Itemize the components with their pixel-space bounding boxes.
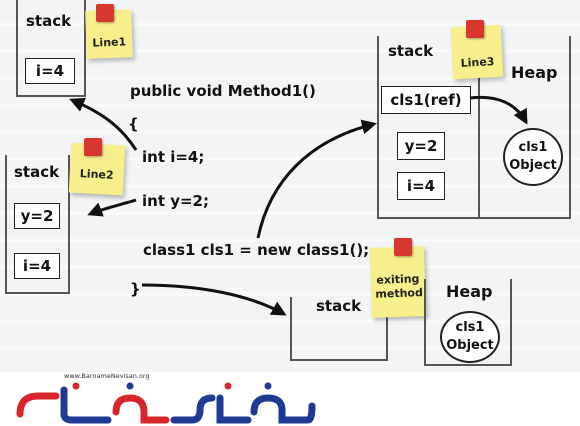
heap4-object-line1: cls1 (455, 320, 485, 336)
code-signature: public void Method1() (130, 82, 316, 100)
code-line1: int i=4; (142, 148, 205, 166)
stack3-slot-y: y=2 (397, 132, 445, 160)
stack3-slot-i: i=4 (397, 172, 445, 200)
stack3-right-wall (478, 36, 480, 218)
heap3-right-wall (569, 36, 571, 218)
stack2-bottom (5, 292, 70, 294)
arrow-line1-to-stack1 (69, 97, 138, 151)
code-line3: class1 cls1 = new class1(); (143, 241, 370, 259)
arrow-line3-to-stack3 (256, 119, 377, 239)
stack1-title: stack (26, 12, 72, 30)
stack4-right-wall (386, 297, 388, 361)
stack2-slot-y: y=2 (14, 203, 60, 229)
arrow-close-to-stack4 (141, 283, 287, 316)
heap4-object: cls1 Object (440, 311, 500, 363)
stack1-right-wall (84, 0, 86, 96)
stack3-bottom (377, 217, 480, 219)
stack1-slot-i: i=4 (25, 58, 75, 84)
stack2-left-wall (5, 155, 7, 293)
heap4-bottom (424, 364, 512, 366)
heap3-title: Heap (511, 63, 558, 82)
logo-area: www.BarnameNevisan.org (0, 372, 580, 425)
heap4-right-wall (510, 279, 512, 365)
stack4-left-wall (290, 297, 292, 361)
stack3-slot-ref: cls1(ref) (381, 86, 471, 114)
arrows-layer (69, 95, 528, 316)
stack3-title: stack (388, 42, 434, 60)
heap3-object-line2: Object (509, 158, 557, 173)
heap4-left-wall (424, 279, 426, 365)
heap3-bottom (480, 217, 571, 219)
note-line1-pin (96, 4, 114, 22)
stack1-left-wall (16, 0, 18, 96)
stack4-bottom (290, 359, 388, 361)
arrow-ref-to-object (469, 95, 528, 125)
note-line3-pin (466, 20, 484, 38)
stack1-bottom (16, 95, 86, 97)
diagram-canvas: stack i=4 Line1 stack y=2 i=4 Line2 publ… (0, 0, 580, 372)
stack3-left-wall (377, 36, 379, 218)
logo-url: www.BarnameNevisan.org (64, 372, 150, 380)
note-line2-pin (84, 138, 102, 156)
code-line2: int y=2; (142, 192, 209, 210)
note-exiting-method-pin (394, 238, 412, 256)
site-logo (16, 382, 316, 424)
code-close-brace: } (130, 280, 141, 298)
arrow-line2-to-stack2 (87, 198, 137, 217)
stack2-right-wall (68, 155, 70, 293)
heap3-object: cls1 Object (503, 128, 563, 186)
code-open-brace: { (128, 115, 139, 133)
heap3-object-line1: cls1 (518, 140, 548, 156)
stack4-title: stack (316, 297, 362, 315)
stack2-title: stack (14, 163, 60, 181)
heap4-object-line2: Object (446, 338, 494, 353)
heap4-title: Heap (446, 282, 493, 301)
stack2-slot-i: i=4 (14, 253, 60, 279)
